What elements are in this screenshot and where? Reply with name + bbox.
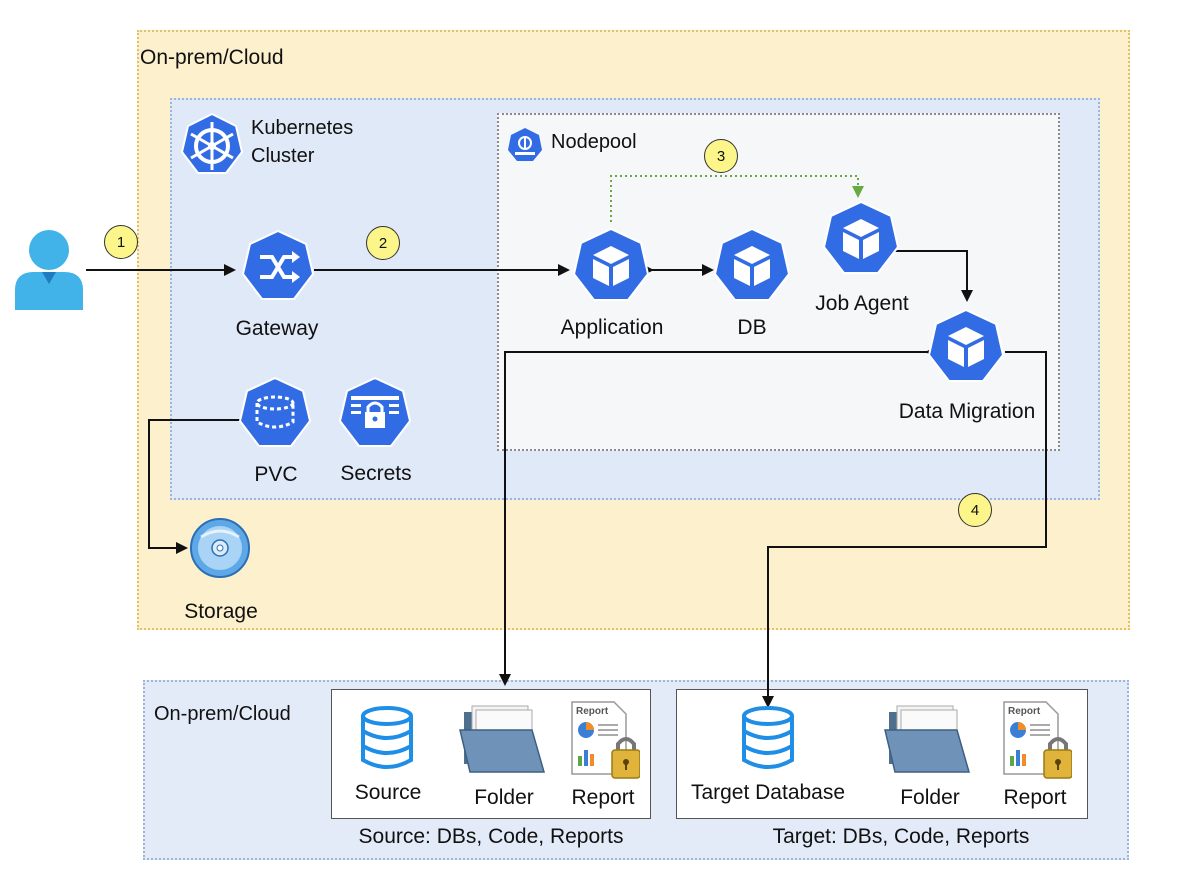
arrow-data-migration-to-source [499, 346, 937, 686]
source-folder-label: Folder [474, 786, 534, 809]
application-icon [572, 227, 650, 301]
nodepool-label: Nodepool [551, 131, 637, 153]
target-db-label: Target Database [686, 781, 850, 805]
db-node-icon [713, 227, 791, 301]
kubernetes-logo-icon [180, 112, 244, 174]
nodepool-icon [508, 128, 542, 161]
source-database-icon [361, 706, 413, 769]
pvc-icon [238, 376, 312, 447]
user-icon [15, 230, 83, 310]
source-report-label: Report [571, 786, 635, 809]
pvc-label: PVC [254, 463, 298, 486]
k8s-label-line1: Kubernetes [251, 117, 354, 139]
source-report-doc-text: Report [576, 706, 609, 717]
k8s-label-line2: Cluster [251, 145, 315, 167]
secrets-label: Secrets [340, 462, 412, 485]
data-migration-icon [927, 308, 1005, 382]
arrow-job-agent-to-data-migration [892, 250, 973, 302]
job-agent-label: Job Agent [815, 292, 909, 315]
target-report-icon: Report [1003, 701, 1072, 779]
gateway-label: Gateway [235, 317, 319, 340]
gateway-icon [241, 229, 315, 300]
outer-region-label: On-prem/Cloud [140, 46, 284, 69]
target-folder-label: Folder [900, 786, 960, 809]
target-caption: Target: DBs, Code, Reports [772, 825, 1030, 848]
target-report-doc-text: Report [1008, 706, 1041, 717]
target-database-icon [742, 706, 794, 769]
data-migration-label: Data Migration [898, 400, 1036, 423]
step-badge-2: 2 [366, 226, 400, 260]
arrow-pvc-to-storage [148, 419, 240, 554]
step-badge-1: 1 [104, 225, 138, 259]
bottom-region-label: On-prem/Cloud [154, 703, 291, 725]
target-report-label: Report [1003, 786, 1067, 809]
target-folder-icon [884, 705, 970, 773]
storage-label: Storage [184, 600, 258, 623]
step-badge-3: 3 [704, 139, 738, 173]
source-folder-icon [459, 705, 545, 773]
db-label: DB [737, 316, 767, 339]
job-agent-icon [822, 200, 900, 274]
source-report-icon: Report [571, 701, 640, 779]
application-label: Application [560, 316, 664, 339]
source-db-label: Source [350, 781, 426, 805]
source-caption: Source: DBs, Code, Reports [358, 825, 624, 848]
arrow-data-migration-to-target [762, 351, 1047, 708]
step-badge-4: 4 [958, 493, 992, 527]
secrets-icon [338, 376, 412, 447]
storage-disc-icon [190, 518, 250, 578]
